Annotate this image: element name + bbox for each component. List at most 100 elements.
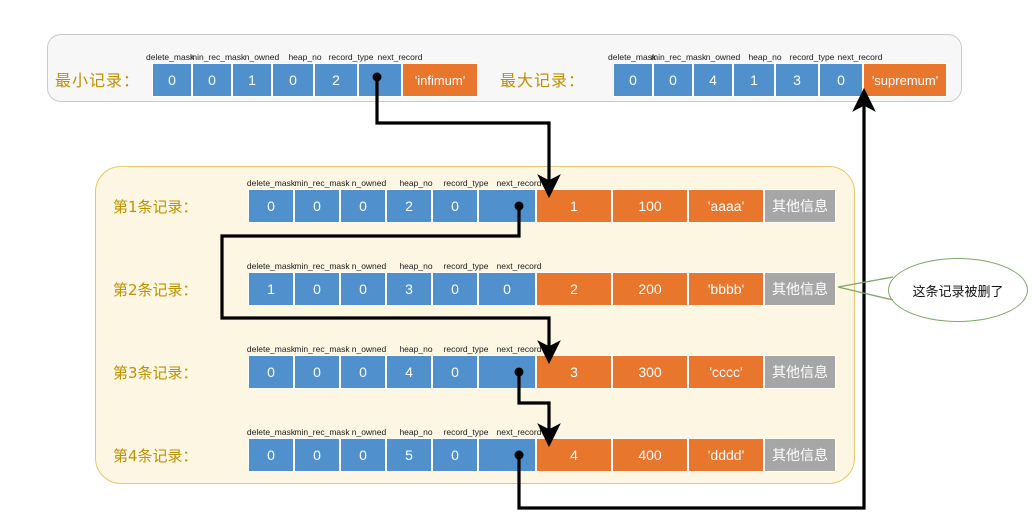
max-cell-min-rec-mask: 0 <box>653 63 693 97</box>
record-3-header-min-rec-mask: min_rec_mask <box>294 344 350 354</box>
record-1-cell-n-owned: 0 <box>340 189 386 223</box>
record-4-cell-min-rec-mask: 0 <box>294 438 340 472</box>
record-2-header-heap-no: heap_no <box>399 261 433 271</box>
record-1-header-next-record: next_record <box>496 178 542 188</box>
record-1-cell-other-info: 其他信息 <box>764 189 836 223</box>
record-3-header-n-owned: n_owned <box>351 344 387 354</box>
record-4-cell-delete-mask: 0 <box>248 438 294 472</box>
record-3-cell-col-3: 'cccc' <box>688 355 764 389</box>
record-4-cell-col-2: 400 <box>612 438 688 472</box>
record-3-cell-n-owned: 0 <box>340 355 386 389</box>
record-3-header-record-type: record_type <box>443 344 489 354</box>
record-4-cell-col-1: 4 <box>536 438 612 472</box>
max-header-next-record: next_record <box>837 52 883 62</box>
record-4-cell-next-record <box>478 438 536 472</box>
record-3-cell-min-rec-mask: 0 <box>294 355 340 389</box>
record-3-cell-col-1: 3 <box>536 355 612 389</box>
record-4-header-min-rec-mask: min_rec_mask <box>294 427 350 437</box>
record-1-cell-next-record <box>478 189 536 223</box>
max-cell-supremum: 'supremum' <box>863 63 947 97</box>
record-1-header-record-type: record_type <box>443 178 489 188</box>
record-2-cell-col-3: 'bbbb' <box>688 272 764 306</box>
max-cell-delete-mask: 0 <box>613 63 653 97</box>
min-header-n-owned: n_owned <box>244 52 280 62</box>
min-cell-record-type: 2 <box>314 63 358 97</box>
min-header-record-type: record_type <box>328 52 374 62</box>
record-2-cell-n-owned: 0 <box>340 272 386 306</box>
record-4-cell-other-info: 其他信息 <box>764 438 836 472</box>
record-1-header-heap-no: heap_no <box>399 178 433 188</box>
record-3-cell-col-2: 300 <box>612 355 688 389</box>
record-4-header-next-record: next_record <box>496 427 542 437</box>
record-2-header-n-owned: n_owned <box>351 261 387 271</box>
record-4-header-n-owned: n_owned <box>351 427 387 437</box>
min-record-label: 最小记录： <box>55 71 141 90</box>
max-header-n-owned: n_owned <box>705 52 741 62</box>
record-3-cell-heap-no: 4 <box>386 355 432 389</box>
record-2-cell-heap-no: 3 <box>386 272 432 306</box>
max-cell-heap-no: 1 <box>733 63 775 97</box>
max-header-heap-no: heap_no <box>748 52 782 62</box>
record-4-cell-n-owned: 0 <box>340 438 386 472</box>
record-1-cell-col-3: 'aaaa' <box>688 189 764 223</box>
min-cell-heap-no: 0 <box>272 63 314 97</box>
record-3-cell-record-type: 0 <box>432 355 478 389</box>
min-record-strip: 0 0 1 0 2 'infimum' <box>152 63 478 97</box>
record-1-header-n-owned: n_owned <box>351 178 387 188</box>
record-4-cell-heap-no: 5 <box>386 438 432 472</box>
record-1-strip: 0 0 0 2 0 1 100 'aaaa' 其他信息 <box>248 189 836 223</box>
record-3-cell-other-info: 其他信息 <box>764 355 836 389</box>
record-2-cell-col-2: 200 <box>612 272 688 306</box>
record-4-header-heap-no: heap_no <box>399 427 433 437</box>
record-1-label: 第1条记录： <box>113 198 198 216</box>
record-3-strip: 0 0 0 4 0 3 300 'cccc' 其他信息 <box>248 355 836 389</box>
record-1-cell-record-type: 0 <box>432 189 478 223</box>
record-1-cell-delete-mask: 0 <box>248 189 294 223</box>
record-4-cell-col-3: 'dddd' <box>688 438 764 472</box>
record-2-label: 第2条记录： <box>113 281 198 299</box>
record-2-cell-delete-mask: 1 <box>248 272 294 306</box>
record-2-cell-other-info: 其他信息 <box>764 272 836 306</box>
min-header-heap-no: heap_no <box>288 52 322 62</box>
max-cell-record-type: 3 <box>775 63 819 97</box>
max-record-label: 最大记录： <box>500 71 586 90</box>
max-header-delete-mask: delete_mask <box>608 52 657 62</box>
record-2-header-record-type: record_type <box>443 261 489 271</box>
min-header-min-rec-mask: min_rec_mask <box>190 52 246 62</box>
record-3-cell-delete-mask: 0 <box>248 355 294 389</box>
max-record-strip: 0 0 4 1 3 0 'supremum' <box>613 63 947 97</box>
record-1-cell-min-rec-mask: 0 <box>294 189 340 223</box>
record-1-cell-col-2: 100 <box>612 189 688 223</box>
record-3-header-heap-no: heap_no <box>399 344 433 354</box>
record-2-cell-next-record: 0 <box>478 272 536 306</box>
max-header-min-rec-mask: min_rec_mask <box>651 52 707 62</box>
record-2-cell-record-type: 0 <box>432 272 478 306</box>
min-cell-delete-mask: 0 <box>152 63 192 97</box>
record-2-header-delete-mask: delete_mask <box>246 261 296 271</box>
record-1-header-delete-mask: delete_mask <box>246 178 296 188</box>
record-3-header-delete-mask: delete_mask <box>246 344 296 354</box>
record-2-cell-col-1: 2 <box>536 272 612 306</box>
record-1-header-min-rec-mask: min_rec_mask <box>294 178 350 188</box>
record-2-cell-min-rec-mask: 0 <box>294 272 340 306</box>
min-cell-n-owned: 1 <box>232 63 272 97</box>
record-4-header-delete-mask: delete_mask <box>246 427 296 437</box>
min-cell-next-record <box>358 63 402 97</box>
record-4-header-record-type: record_type <box>443 427 489 437</box>
record-3-header-next-record: next_record <box>496 344 542 354</box>
min-cell-min-rec-mask: 0 <box>192 63 232 97</box>
record-2-header-min-rec-mask: min_rec_mask <box>294 261 350 271</box>
record-2-strip: 1 0 0 3 0 0 2 200 'bbbb' 其他信息 <box>248 272 836 306</box>
max-header-record-type: record_type <box>789 52 835 62</box>
min-cell-infimum: 'infimum' <box>402 63 478 97</box>
record-1-cell-heap-no: 2 <box>386 189 432 223</box>
record-2-header-next-record: next_record <box>496 261 542 271</box>
max-cell-next-record: 0 <box>819 63 863 97</box>
max-cell-n-owned: 4 <box>693 63 733 97</box>
record-4-label: 第4条记录： <box>113 447 198 465</box>
record-3-label: 第3条记录： <box>113 364 198 382</box>
record-1-cell-col-1: 1 <box>536 189 612 223</box>
deleted-record-callout-text: 这条记录被删了 <box>912 284 1004 300</box>
deleted-record-callout: 这条记录被删了 <box>888 258 1028 322</box>
